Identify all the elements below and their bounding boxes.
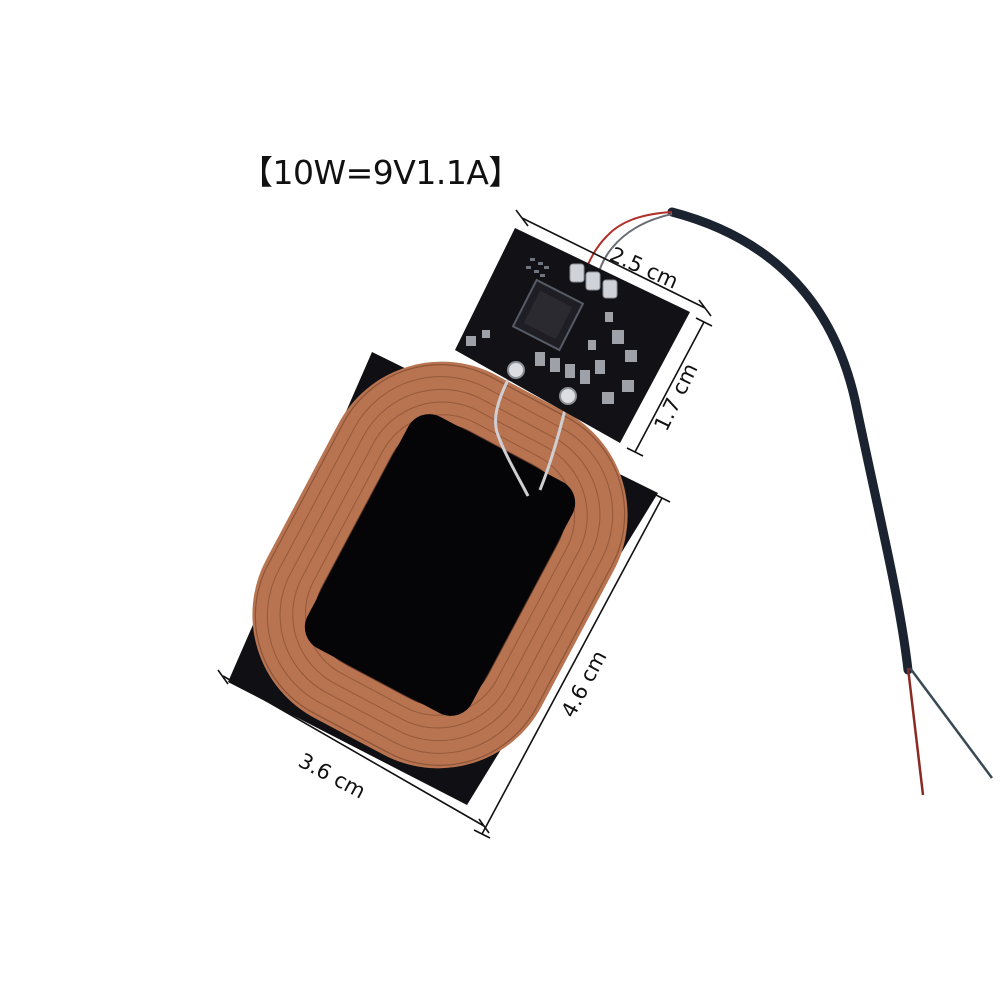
power-cable: [582, 207, 994, 796]
control-board: [455, 228, 690, 443]
receiver-coil-pad: [228, 352, 658, 805]
power-spec-title: 【10W=9V1.1A】: [240, 153, 521, 192]
dimension-lines: [217, 209, 713, 839]
